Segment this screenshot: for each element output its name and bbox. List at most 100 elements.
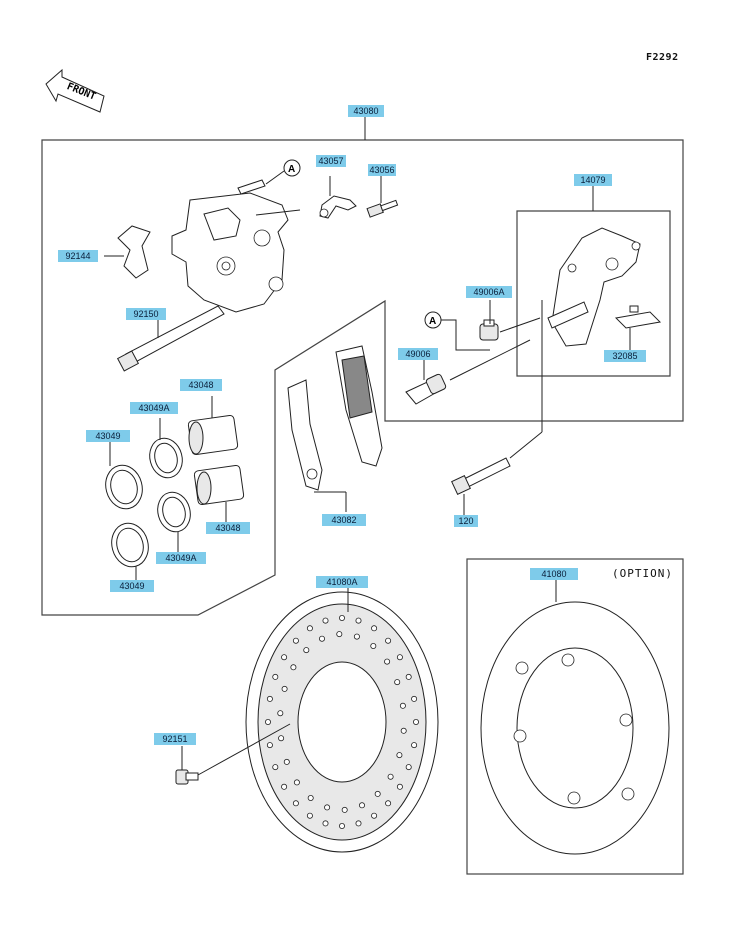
label-43048-bottom[interactable]: 43048 bbox=[206, 522, 250, 534]
disc-drill-hole bbox=[266, 695, 273, 702]
label-49006A[interactable]: 49006A bbox=[466, 286, 512, 298]
disc-drill-hole bbox=[278, 735, 285, 742]
bracket-boot bbox=[614, 305, 662, 329]
label-43049A-bottom[interactable]: 43049A bbox=[156, 552, 206, 564]
seal-a-lower bbox=[157, 491, 191, 533]
disc-drill-hole bbox=[322, 617, 329, 624]
disc-drill-hole bbox=[272, 764, 279, 771]
seal-lower bbox=[111, 522, 149, 568]
disc-drill-hole bbox=[370, 643, 377, 650]
brake-disc-option bbox=[480, 601, 670, 855]
disc-drill-hole bbox=[374, 790, 381, 797]
disc-drill-hole bbox=[385, 637, 392, 644]
label-92151[interactable]: 92151 bbox=[154, 733, 196, 745]
disc-drill-hole bbox=[283, 758, 290, 765]
disc-drill-hole bbox=[394, 679, 401, 686]
disc-drill-hole bbox=[405, 673, 412, 680]
label-32085[interactable]: 32085 bbox=[604, 350, 646, 362]
callout-a-top bbox=[283, 159, 301, 177]
option-disc-outline bbox=[466, 558, 684, 875]
disc-drill-hole bbox=[318, 635, 325, 642]
disc-drill-hole bbox=[396, 654, 403, 661]
disc-drill-hole bbox=[292, 637, 299, 644]
disc-drill-hole bbox=[307, 795, 314, 802]
disc-drill-hole bbox=[281, 783, 288, 790]
disc-drill-hole bbox=[277, 710, 284, 717]
pad-spring bbox=[117, 225, 151, 279]
bleeder-cap bbox=[319, 195, 357, 219]
main-assembly-outline bbox=[41, 139, 684, 616]
label-41080A[interactable]: 41080A bbox=[316, 576, 368, 588]
label-43056[interactable]: 43056 bbox=[368, 164, 396, 176]
label-43080[interactable]: 43080 bbox=[348, 105, 384, 117]
disc-drill-hole bbox=[324, 804, 331, 811]
brake-pad-left bbox=[287, 379, 323, 491]
label-43049-top[interactable]: 43049 bbox=[86, 430, 130, 442]
disc-drill-hole bbox=[281, 654, 288, 661]
disc-drill-hole bbox=[387, 773, 394, 780]
piston-lower bbox=[193, 464, 245, 506]
disc-drill-hole bbox=[303, 647, 310, 654]
callout-a-lower-text: A bbox=[429, 316, 436, 327]
bleeder-valve bbox=[366, 199, 399, 218]
label-43057[interactable]: 43057 bbox=[316, 155, 346, 167]
label-92144[interactable]: 92144 bbox=[58, 250, 98, 262]
bracket-assembly-outline bbox=[516, 210, 671, 377]
disc-drill-hole bbox=[290, 664, 297, 671]
disc-drill-hole bbox=[272, 673, 279, 680]
disc-drill-hole bbox=[281, 685, 288, 692]
disc-drill-hole bbox=[353, 633, 360, 640]
seal-upper bbox=[105, 464, 143, 510]
label-43082[interactable]: 43082 bbox=[322, 514, 366, 526]
disc-drill-hole bbox=[384, 658, 391, 665]
disc-drill-hole bbox=[371, 625, 378, 632]
disc-drill-hole bbox=[405, 764, 412, 771]
label-92150[interactable]: 92150 bbox=[126, 308, 166, 320]
disc-drill-hole bbox=[266, 742, 273, 749]
disc-drill-hole bbox=[400, 727, 407, 734]
caliper-bracket bbox=[547, 227, 641, 347]
disc-drill-hole bbox=[292, 800, 299, 807]
piston-upper bbox=[187, 414, 239, 456]
label-120[interactable]: 120 bbox=[454, 515, 478, 527]
label-14079[interactable]: 14079 bbox=[574, 174, 612, 186]
disc-drill-hole bbox=[412, 719, 419, 726]
front-arrow-icon: FRONT bbox=[45, 68, 105, 113]
brake-pad-right bbox=[335, 345, 383, 467]
option-label: (OPTION) bbox=[612, 567, 673, 580]
disc-bolt bbox=[175, 769, 199, 785]
disc-drill-hole bbox=[385, 800, 392, 807]
pin-boot-a bbox=[479, 319, 499, 341]
disc-drill-hole bbox=[293, 779, 300, 786]
disc-drill-hole bbox=[264, 719, 271, 726]
disc-drill-hole bbox=[338, 823, 345, 830]
disc-drill-hole bbox=[336, 631, 343, 638]
callout-a-top-text: A bbox=[288, 164, 295, 175]
disc-drill-hole bbox=[396, 783, 403, 790]
disc-drill-hole bbox=[411, 742, 418, 749]
label-49006[interactable]: 49006 bbox=[398, 348, 438, 360]
caliper-body bbox=[171, 179, 301, 313]
disc-drill-hole bbox=[306, 812, 313, 819]
disc-drill-hole bbox=[411, 695, 418, 702]
brake-disc-standard bbox=[245, 591, 439, 853]
label-43049A-top[interactable]: 43049A bbox=[130, 402, 178, 414]
disc-drill-hole bbox=[371, 812, 378, 819]
disc-drill-hole bbox=[396, 752, 403, 759]
seal-a-upper bbox=[149, 437, 183, 479]
figure-code: F2292 bbox=[646, 52, 679, 63]
pad-pin bbox=[116, 305, 225, 372]
pin-boot bbox=[405, 373, 447, 405]
disc-drill-hole bbox=[341, 806, 348, 813]
caliper-bolt bbox=[451, 457, 511, 495]
label-43049-bottom[interactable]: 43049 bbox=[110, 580, 154, 592]
disc-drill-hole bbox=[322, 820, 329, 827]
label-43048-top[interactable]: 43048 bbox=[180, 379, 222, 391]
disc-drill-hole bbox=[355, 617, 362, 624]
label-41080[interactable]: 41080 bbox=[530, 568, 578, 580]
disc-drill-hole bbox=[399, 702, 406, 709]
disc-drill-hole bbox=[338, 615, 345, 622]
disc-drill-hole bbox=[355, 820, 362, 827]
disc-drill-hole bbox=[358, 802, 365, 809]
